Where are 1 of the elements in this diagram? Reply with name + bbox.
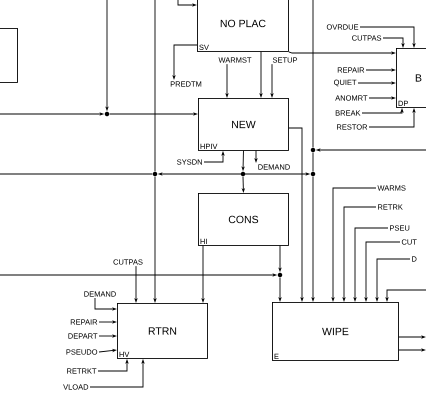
box — [0, 28, 18, 83]
